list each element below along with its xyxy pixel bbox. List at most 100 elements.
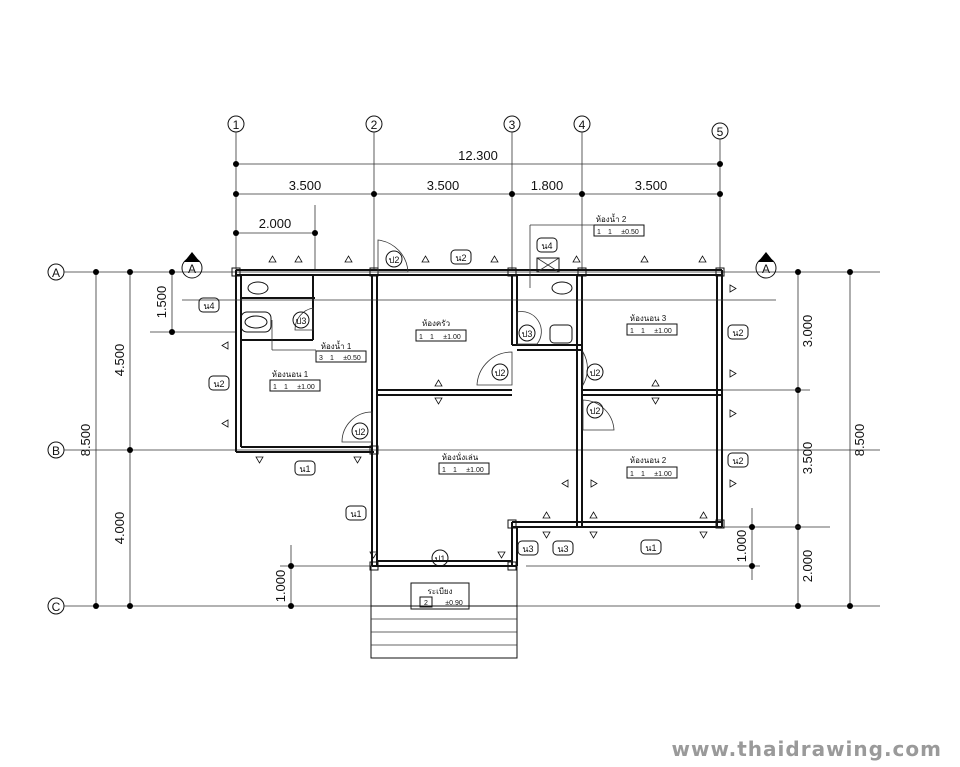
svg-text:ระเบียง: ระเบียง <box>428 587 453 596</box>
window-tag-kitchen-top: น2 <box>455 253 466 263</box>
svg-text:1: 1 <box>430 334 434 341</box>
dim-left-porch: 1.000 <box>273 570 288 603</box>
top-dimensions: 12.300 3.500 3.500 1.800 3.500 2.000 <box>233 148 723 270</box>
door-tag-main: ป1 <box>435 554 446 564</box>
bathtub-icon <box>240 311 272 333</box>
grid-row-b: B <box>52 444 60 458</box>
svg-text:1: 1 <box>273 384 277 391</box>
svg-text:2: 2 <box>424 600 428 607</box>
svg-text:1: 1 <box>641 328 645 335</box>
svg-text:ห้องนอน 3: ห้องนอน 3 <box>630 314 667 323</box>
window-tag-bedroom3-side: น2 <box>732 328 743 338</box>
door-tag-bath2: ป3 <box>522 329 533 339</box>
right-dimensions: 8.500 3.000 3.500 2.000 1.000 <box>526 269 867 609</box>
grid-row-a: A <box>52 266 60 280</box>
grid-col-3: 3 <box>509 118 516 132</box>
room-label-bedroom-2: ห้องนอน 2 1 1 ±1.00 <box>626 456 678 479</box>
room-label-veranda: ระเบียง 2 ±0.90 <box>410 582 470 610</box>
dim-left-total: 8.500 <box>78 424 93 457</box>
toilet-icon <box>247 281 269 295</box>
dim-right-lower: 2.000 <box>800 550 815 583</box>
dim-left-bath: 1.500 <box>154 286 169 319</box>
dim-left-ab: 4.500 <box>112 344 127 377</box>
svg-text:ห้องครัว: ห้องครัว <box>422 319 450 328</box>
svg-text:±0.50: ±0.50 <box>621 229 639 236</box>
grid-col-2: 2 <box>371 118 378 132</box>
veranda-stairs <box>370 565 518 659</box>
grid-col-4: 4 <box>579 118 586 132</box>
door-tag-bath1: ป3 <box>296 316 307 326</box>
window-tag-bedroom2-bottom: น1 <box>645 543 656 553</box>
dim-right-step: 1.000 <box>734 530 749 563</box>
svg-text:1: 1 <box>597 229 601 236</box>
room-label-living: ห้องนั่งเล่น 1 1 ±1.00 <box>438 451 490 475</box>
dim-right-mid: 3.500 <box>800 442 815 475</box>
left-dimensions: 8.500 4.500 4.000 1.500 1.000 <box>78 269 370 609</box>
dim-bay-2-3: 3.500 <box>427 178 460 193</box>
svg-text:1: 1 <box>330 355 334 362</box>
dim-right-total: 8.500 <box>852 424 867 457</box>
window-tag-bedroom1-bottom: น1 <box>299 464 310 474</box>
dim-right-upper: 3.000 <box>800 315 815 348</box>
svg-text:1: 1 <box>630 471 634 478</box>
svg-text:±1.00: ±1.00 <box>443 334 461 341</box>
dim-bay-3-4: 1.800 <box>531 178 564 193</box>
svg-text:ห้องนอน 1: ห้องนอน 1 <box>272 370 309 379</box>
dim-bay-1-2: 3.500 <box>289 178 322 193</box>
window-tag-bath2: น4 <box>541 241 552 251</box>
window-tag-bath1: น4 <box>203 301 214 311</box>
svg-text:3: 3 <box>319 355 323 362</box>
row-grid-labels: A B C <box>47 263 65 615</box>
svg-text:±0.90: ±0.90 <box>445 600 463 607</box>
sink-icon <box>549 324 573 344</box>
opening-tags: ป2 ป3 ป2 ป2 ป2 ป2 ป3 ป1 น2 น4 น4 น2 น1 น… <box>198 237 749 567</box>
svg-text:±1.00: ±1.00 <box>654 328 672 335</box>
fixtures <box>240 257 573 344</box>
structural-columns <box>231 267 725 571</box>
room-label-kitchen: ห้องครัว 1 1 ±1.00 <box>415 319 467 342</box>
svg-text:1: 1 <box>641 471 645 478</box>
section-markers: A A <box>181 252 777 301</box>
room-label-bedroom-1: ห้องนอน 1 1 1 ±1.00 <box>269 370 321 392</box>
window-tag-bedroom2-side: น2 <box>732 456 743 466</box>
svg-text:1: 1 <box>442 467 446 474</box>
svg-text:±1.00: ±1.00 <box>466 467 484 474</box>
svg-text:ห้องนอน 2: ห้องนอน 2 <box>630 456 667 465</box>
window-tag-step-2: น3 <box>557 544 568 554</box>
window-box-icon <box>536 257 560 273</box>
svg-text:1: 1 <box>453 467 457 474</box>
room-label-bedroom-3: ห้องนอน 3 1 1 ±1.00 <box>626 314 678 336</box>
room-label-bath-1: ห้องน้ำ 1 3 1 ±0.50 <box>271 320 367 363</box>
svg-text:ห้องน้ำ 1: ห้องน้ำ 1 <box>321 340 352 351</box>
svg-text:1: 1 <box>419 334 423 341</box>
svg-text:ห้องน้ำ 2: ห้องน้ำ 2 <box>596 213 627 224</box>
toilet-icon-2 <box>551 281 573 295</box>
room-label-bath-2: ห้องน้ำ 2 1 1 ±0.50 <box>529 213 645 288</box>
section-marker-right: A <box>762 262 770 276</box>
grid-col-5: 5 <box>717 125 724 139</box>
door-tag-kitchen: ป2 <box>495 368 506 378</box>
dim-total-width: 12.300 <box>458 148 498 163</box>
wall-markers <box>221 255 737 559</box>
grid-row-c: C <box>52 600 61 614</box>
dim-bay-4-5: 3.500 <box>635 178 668 193</box>
svg-text:1: 1 <box>284 384 288 391</box>
svg-text:ห้องนั่งเล่น: ห้องนั่งเล่น <box>442 451 479 462</box>
svg-text:1: 1 <box>608 229 612 236</box>
svg-text:±1.00: ±1.00 <box>654 471 672 478</box>
room-labels: ห้องน้ำ 2 1 1 ±0.50 ห้องนอน 3 1 1 ±1.00 … <box>269 213 678 610</box>
svg-text:±1.00: ±1.00 <box>297 384 315 391</box>
window-tag-living-side: น1 <box>350 509 361 519</box>
door-tag-bedroom3: ป2 <box>590 368 601 378</box>
door-tag-bedroom2: ป2 <box>590 406 601 416</box>
dim-bath-width: 2.000 <box>259 216 292 231</box>
door-tag-bedroom1: ป2 <box>355 427 366 437</box>
door-tag-top: ป2 <box>389 255 400 265</box>
svg-text:1: 1 <box>630 328 634 335</box>
watermark: www.thaidrawing.com <box>672 737 943 761</box>
dim-left-bc: 4.000 <box>112 512 127 545</box>
section-marker-left: A <box>188 262 196 276</box>
grid-lines <box>64 132 880 607</box>
svg-text:±0.50: ±0.50 <box>343 355 361 362</box>
